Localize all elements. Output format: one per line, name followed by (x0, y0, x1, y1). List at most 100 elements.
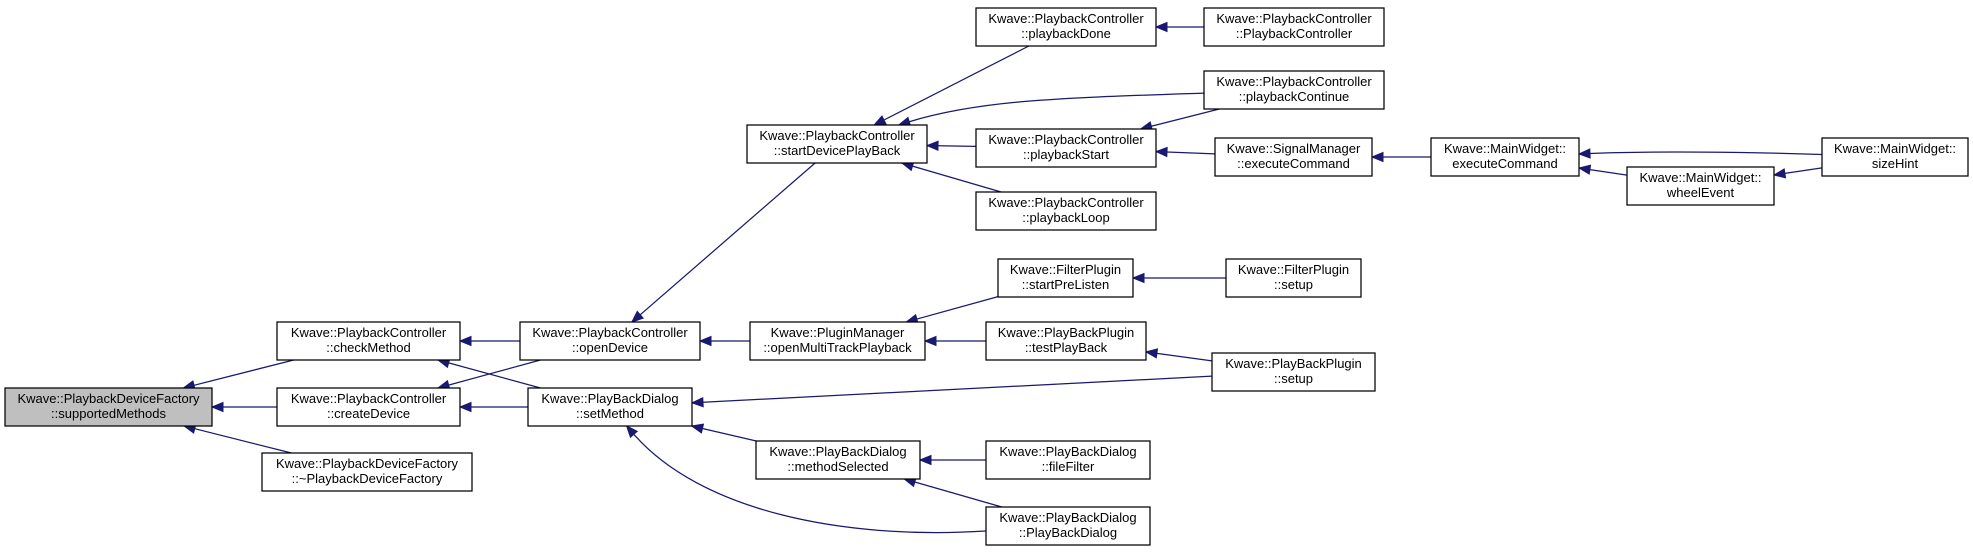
node-test-play-back[interactable]: Kwave::PlayBackPlugin::testPlayBack (985, 321, 1147, 361)
node-label-line: Kwave::PlaybackDeviceFactory (276, 456, 459, 471)
node-box[interactable] (1430, 137, 1580, 177)
node-open-multi-track-playback[interactable]: Kwave::PluginManager::openMultiTrackPlay… (749, 321, 926, 361)
edge-execute-command-sm-to-playback-start (1166, 151, 1216, 155)
node-label-line: Kwave::PlayBackPlugin (1225, 356, 1362, 371)
edge-check-method-to-supported-methods (193, 359, 294, 386)
node-box[interactable] (755, 440, 921, 480)
node-box[interactable] (975, 191, 1157, 231)
node-label-line: ::supportedMethods (51, 406, 166, 421)
node-box[interactable] (975, 7, 1157, 47)
edge-start-pre-listen-to-open-multi-track-playback (916, 296, 999, 320)
node-label-line: ::setMethod (576, 406, 644, 421)
edges-layer (182, 21, 1823, 534)
node-dialog-ctor[interactable]: Kwave::PlayBackDialog::PlayBackDialog (985, 506, 1151, 546)
node-start-pre-listen[interactable]: Kwave::FilterPlugin::startPreListen (997, 258, 1134, 298)
arrowhead-playback-start (1154, 146, 1168, 158)
node-playback-start[interactable]: Kwave::PlaybackController::playbackStart (975, 128, 1157, 168)
edge-playback-loop-to-start-device-play-back (912, 165, 1002, 193)
node-box[interactable] (975, 128, 1157, 168)
arrowhead-start-pre-listen (1131, 272, 1145, 284)
node-label-line: ::createDevice (327, 406, 410, 421)
node-set-method[interactable]: Kwave::PlayBackDialog::setMethod (527, 387, 693, 427)
node-label-line: Kwave::FilterPlugin (1238, 262, 1349, 277)
arrowhead-method-selected (918, 454, 932, 466)
node-label-line: Kwave::PlaybackController (291, 391, 447, 406)
node-box[interactable] (997, 258, 1134, 298)
node-box[interactable] (985, 440, 1151, 480)
node-wheel-event[interactable]: Kwave::MainWidget::wheelEvent (1626, 166, 1775, 206)
node-label-line: Kwave::PlayBackPlugin (998, 325, 1135, 340)
arrowhead-start-device-play-back (873, 115, 887, 126)
arrowhead-wheel-event (1772, 168, 1787, 179)
node-label-line: Kwave::PlaybackDeviceFactory (17, 391, 200, 406)
node-label-line: Kwave::PlaybackController (988, 195, 1144, 210)
node-label-line: ::playbackStart (1023, 147, 1109, 162)
node-box[interactable] (519, 321, 701, 361)
node-box[interactable] (746, 124, 928, 164)
node-start-device-play-back[interactable]: Kwave::PlaybackController::startDevicePl… (746, 124, 928, 164)
node-box[interactable] (1821, 137, 1969, 177)
node-label-line: sizeHint (1872, 156, 1919, 171)
node-label-line: ::checkMethod (326, 340, 411, 355)
node-execute-command-mw[interactable]: Kwave::MainWidget::executeCommand (1430, 137, 1580, 177)
node-label-line: Kwave::MainWidget:: (1444, 141, 1566, 156)
node-size-hint[interactable]: Kwave::MainWidget::sizeHint (1821, 137, 1969, 177)
edge-playback-setup-to-set-method (702, 375, 1213, 403)
edge-wheel-event-to-execute-command-mw (1589, 168, 1628, 176)
node-label-line: Kwave::PlaybackController (291, 325, 447, 340)
node-label-line: Kwave::PlaybackController (759, 128, 915, 143)
node-label-line: ::executeCommand (1237, 156, 1350, 171)
node-label-line: ::fileFilter (1042, 459, 1095, 474)
node-playback-loop[interactable]: Kwave::PlaybackController::playbackLoop (975, 191, 1157, 231)
node-label-line: Kwave::PlayBackDialog (541, 391, 678, 406)
node-label-line: ::setup (1274, 277, 1313, 292)
node-label-line: ::playbackDone (1021, 26, 1111, 41)
node-label-line: Kwave::PlaybackController (988, 11, 1144, 26)
edge-playback-continue-to-playback-start (1151, 108, 1220, 127)
node-label-line: Kwave::PlayBackDialog (769, 444, 906, 459)
node-box[interactable] (749, 321, 926, 361)
node-label-line: ::playbackContinue (1239, 89, 1350, 104)
node-box[interactable] (1203, 70, 1385, 110)
edge-playback-done-to-start-device-play-back (883, 45, 1030, 121)
node-box[interactable] (985, 321, 1147, 361)
arrowhead-set-method (625, 425, 639, 439)
edge-set-method-to-check-method (448, 362, 541, 389)
node-box[interactable] (1211, 352, 1376, 392)
node-label-line: ::~PlaybackDeviceFactory (292, 471, 443, 486)
arrowhead-playback-done (1154, 21, 1168, 33)
node-file-filter[interactable]: Kwave::PlayBackDialog::fileFilter (985, 440, 1151, 480)
arrowhead-start-device-play-back (925, 140, 939, 152)
edge-destructor-to-supported-methods (194, 428, 292, 454)
node-label-line: executeCommand (1452, 156, 1558, 171)
edge-playback-start-to-start-device-play-back (937, 145, 977, 148)
node-label-line: Kwave::PlayBackDialog (999, 444, 1136, 459)
node-box[interactable] (1203, 7, 1385, 47)
node-box[interactable] (1626, 166, 1775, 206)
node-execute-command-sm[interactable]: Kwave::SignalManager::executeCommand (1214, 137, 1373, 177)
node-box[interactable] (527, 387, 693, 427)
node-playback-continue[interactable]: Kwave::PlaybackController::playbackConti… (1203, 70, 1385, 110)
node-filter-setup[interactable]: Kwave::FilterPlugin::setup (1225, 258, 1362, 298)
node-label-line: Kwave::PluginManager (771, 325, 905, 340)
node-create-device[interactable]: Kwave::PlaybackController::createDevice (276, 387, 461, 427)
node-open-device[interactable]: Kwave::PlaybackController::openDevice (519, 321, 701, 361)
node-supported-methods[interactable]: Kwave::PlaybackDeviceFactory::supportedM… (4, 387, 213, 427)
node-box[interactable] (4, 387, 213, 427)
node-method-selected[interactable]: Kwave::PlayBackDialog::methodSelected (755, 440, 921, 480)
node-box[interactable] (1225, 258, 1362, 298)
node-controller-ctor[interactable]: Kwave::PlaybackController::PlaybackContr… (1203, 7, 1385, 47)
arrowhead-set-method (690, 396, 704, 408)
node-label-line: Kwave::PlaybackController (532, 325, 688, 340)
node-box[interactable] (1214, 137, 1373, 177)
node-label-line: wheelEvent (1666, 185, 1735, 200)
node-destructor[interactable]: Kwave::PlaybackDeviceFactory::~PlaybackD… (261, 452, 473, 492)
node-label-line: ::PlayBackDialog (1019, 525, 1117, 540)
node-box[interactable] (985, 506, 1151, 546)
node-box[interactable] (261, 452, 473, 492)
node-box[interactable] (276, 321, 461, 361)
node-box[interactable] (276, 387, 461, 427)
node-playback-done[interactable]: Kwave::PlaybackController::playbackDone (975, 7, 1157, 47)
node-check-method[interactable]: Kwave::PlaybackController::checkMethod (276, 321, 461, 361)
node-playback-setup[interactable]: Kwave::PlayBackPlugin::setup (1211, 352, 1376, 392)
